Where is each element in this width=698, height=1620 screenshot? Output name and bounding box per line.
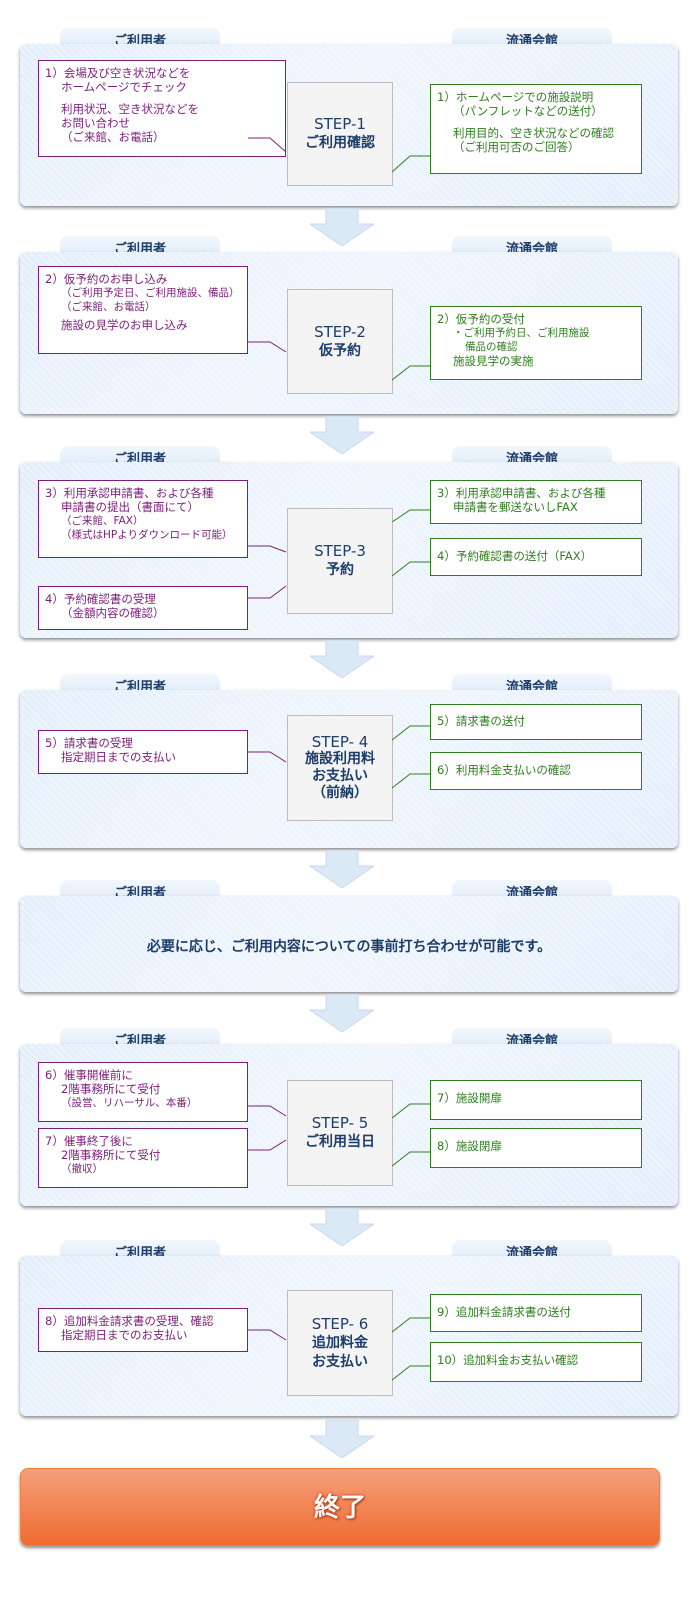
step-4-hall-box-a: 5）請求書の送付 — [430, 704, 642, 740]
step-3-label: STEP-3 予約 — [287, 508, 393, 614]
step-6-label: STEP- 6 追加料金 お支払い — [287, 1290, 393, 1396]
down-arrow-icon — [310, 850, 374, 888]
step-4-hall-box-b: 6）利用料金支払いの確認 — [430, 752, 642, 790]
down-arrow-icon — [310, 994, 374, 1032]
step-2-user-box: 2）仮予約のお申し込み （ご利用予定日、ご利用施設、備品） （ご来館、お電話） … — [38, 266, 248, 354]
step-4-user-box: 5）請求書の受理 指定期日までの支払い — [38, 730, 248, 774]
step-1-label: STEP-1 ご利用確認 — [287, 82, 393, 186]
step-3-hall-box-b: 4）予約確認書の送付（FAX） — [430, 538, 642, 576]
down-arrow-icon — [310, 1208, 374, 1246]
consultation-note: 必要に応じ、ご利用内容についての事前打ち合わせが可能です。 — [146, 939, 552, 955]
down-arrow-icon — [310, 640, 374, 678]
consultation-panel: 必要に応じ、ご利用内容についての事前打ち合わせが可能です。 — [20, 896, 678, 992]
step-5-hall-box-a: 7）施設開扉 — [430, 1080, 642, 1120]
step-3-hall-box-a: 3）利用承認申請書、および各種 申請書を郵送ないしFAX — [430, 480, 642, 524]
step-6-hall-box-a: 9）追加料金請求書の送付 — [430, 1294, 642, 1332]
step-3-user-box-b: 4）予約確認書の受理 （金額内容の確認） — [38, 586, 248, 630]
step-6-user-box: 8）追加料金請求書の受理、確認 指定期日までのお支払い — [38, 1308, 248, 1352]
step-2-label: STEP-2 仮予約 — [287, 289, 393, 394]
step-6-hall-box-b: 10）追加料金お支払い確認 — [430, 1342, 642, 1382]
step-1-user-box: 1）会場及び空き状況などを ホームページでチェック 利用状況、空き状況などを お… — [38, 60, 286, 157]
down-arrow-icon — [310, 416, 374, 454]
step-5-label: STEP- 5 ご利用当日 — [287, 1080, 393, 1186]
step-2-hall-box: 2）仮予約の受付 ・ご利用予約日、ご利用施設 備品の確認 施設見学の実施 — [430, 306, 642, 380]
step-4-label: STEP- 4 施設利用料 お支払い （前納） — [287, 715, 393, 821]
step-3-user-box-a: 3）利用承認申請書、および各種 申請書の提出（書面にて） （ご来館、FAX） （… — [38, 480, 248, 558]
end-label: 終了 — [313, 1493, 366, 1523]
down-arrow-icon — [310, 1420, 374, 1458]
step-5-user-box-b: 7）催事終了後に 2階事務所にて受付 （撤収） — [38, 1128, 248, 1188]
end-box: 終了 — [20, 1468, 660, 1546]
step-5-hall-box-b: 8）施設閉扉 — [430, 1128, 642, 1168]
down-arrow-icon — [310, 208, 374, 246]
step-1-hall-box: 1）ホームページでの施設説明 （パンフレットなどの送付） 利用目的、空き状況など… — [430, 84, 642, 174]
step-5-user-box-a: 6）催事開催前に 2階事務所にて受付 （設営、リハーサル、本番） — [38, 1062, 248, 1122]
